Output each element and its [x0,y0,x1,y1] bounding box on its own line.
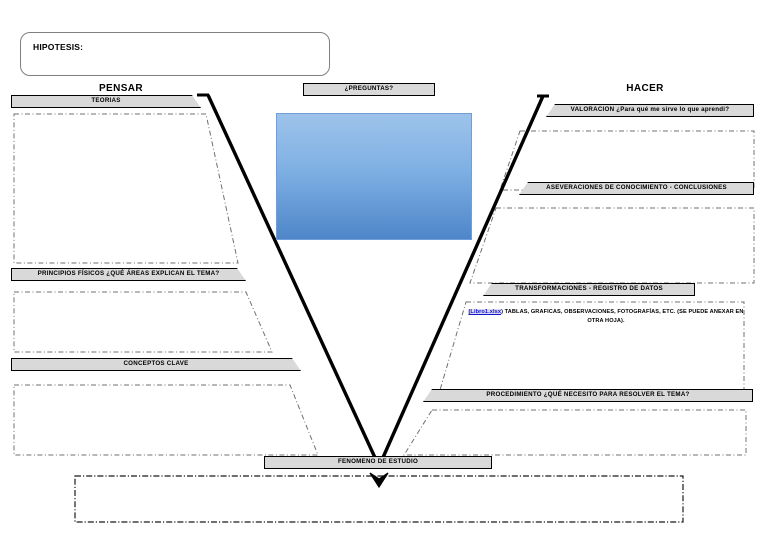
transformaciones-note: (Libro1.xlsx) TABLAS, GRAFICAS, OBSERVAC… [466,308,746,326]
aseveraciones-answer-area[interactable] [469,207,755,284]
banner-valoracion-label: VALORACION ¿Para qué me sirve lo que apr… [570,106,730,114]
hypothesis-box[interactable]: HIPOTESIS: [20,32,330,76]
banner-aseveraciones-label: ASEVERACIONES DE CONOCIMIENTO - CONCLUSI… [546,184,727,192]
v-left-stroke [206,94,379,463]
banner-conceptos-clave-label: CONCEPTOS CLAVE [123,360,189,368]
banner-conceptos-clave[interactable]: CONCEPTOS CLAVE [11,358,301,371]
banner-principios-fisicos[interactable]: PRINCIPIOS FÍSICOS ¿QUÉ ÁREAS EXPLICAN E… [11,268,246,281]
libro-xlsx-link-text: Libro1.xlsx [470,309,502,315]
hypothesis-label: HIPOTESIS: [33,42,84,52]
banner-fenomeno-de-estudio-label: FENOMENO DE ESTUDIO [337,458,419,466]
principios-answer-area[interactable] [13,291,273,353]
v-apex-arrow-icon [369,472,389,489]
banner-preguntas-label: ¿PREGUNTAS? [344,85,394,93]
banner-transformaciones-label: TRANSFORMACIONES - REGISTRO DE DATOS [515,285,663,293]
libro-xlsx-link[interactable]: (Libro1.xlsx [468,309,502,315]
teorias-answer-area[interactable] [13,113,239,264]
banner-preguntas[interactable]: ¿PREGUNTAS? [303,83,435,96]
banner-teorias[interactable]: TEORIAS [11,95,201,108]
central-question-blue-panel[interactable] [276,113,472,240]
procedimiento-answer-area[interactable] [403,409,747,456]
banner-principios-fisicos-label: PRINCIPIOS FÍSICOS ¿QUÉ ÁREAS EXPLICAN E… [37,270,220,278]
banner-valoracion[interactable]: VALORACION ¿Para qué me sirve lo que apr… [546,104,754,117]
v-right-stroke [379,95,545,463]
valoracion-answer-area[interactable] [499,130,755,191]
banner-procedimiento-label: PROCEDIMIENTO ¿QUÉ NECESITO PARA RESOLVE… [486,391,690,399]
conceptos-answer-area[interactable] [13,384,319,456]
transformaciones-note-text: ) TABLAS, GRAFICAS, OBSERVACIONES, FOTOG… [501,309,744,324]
banner-aseveraciones[interactable]: ASEVERACIONES DE CONOCIMIENTO - CONCLUSI… [519,182,754,195]
column-title-hacer: HACER [626,83,664,94]
banner-fenomeno-de-estudio[interactable]: FENOMENO DE ESTUDIO [264,456,492,469]
banner-teorias-label: TEORIAS [91,97,121,105]
column-title-pensar: PENSAR [98,83,144,94]
libro-xlsx-link-prefix: ( [468,309,471,315]
banner-procedimiento[interactable]: PROCEDIMIENTO ¿QUÉ NECESITO PARA RESOLVE… [423,389,753,402]
banner-transformaciones[interactable]: TRANSFORMACIONES - REGISTRO DE DATOS [483,283,695,296]
